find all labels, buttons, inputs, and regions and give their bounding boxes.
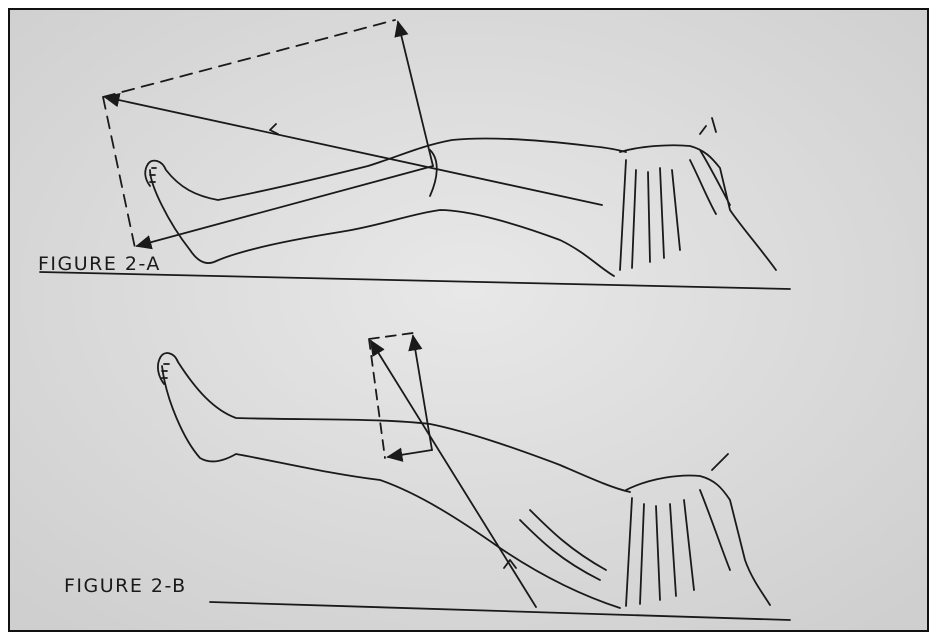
figure-caption-2b: FIGURE 2-B xyxy=(64,575,187,597)
paper-background xyxy=(9,9,928,631)
figure-caption-2a: FIGURE 2-A xyxy=(38,253,161,275)
